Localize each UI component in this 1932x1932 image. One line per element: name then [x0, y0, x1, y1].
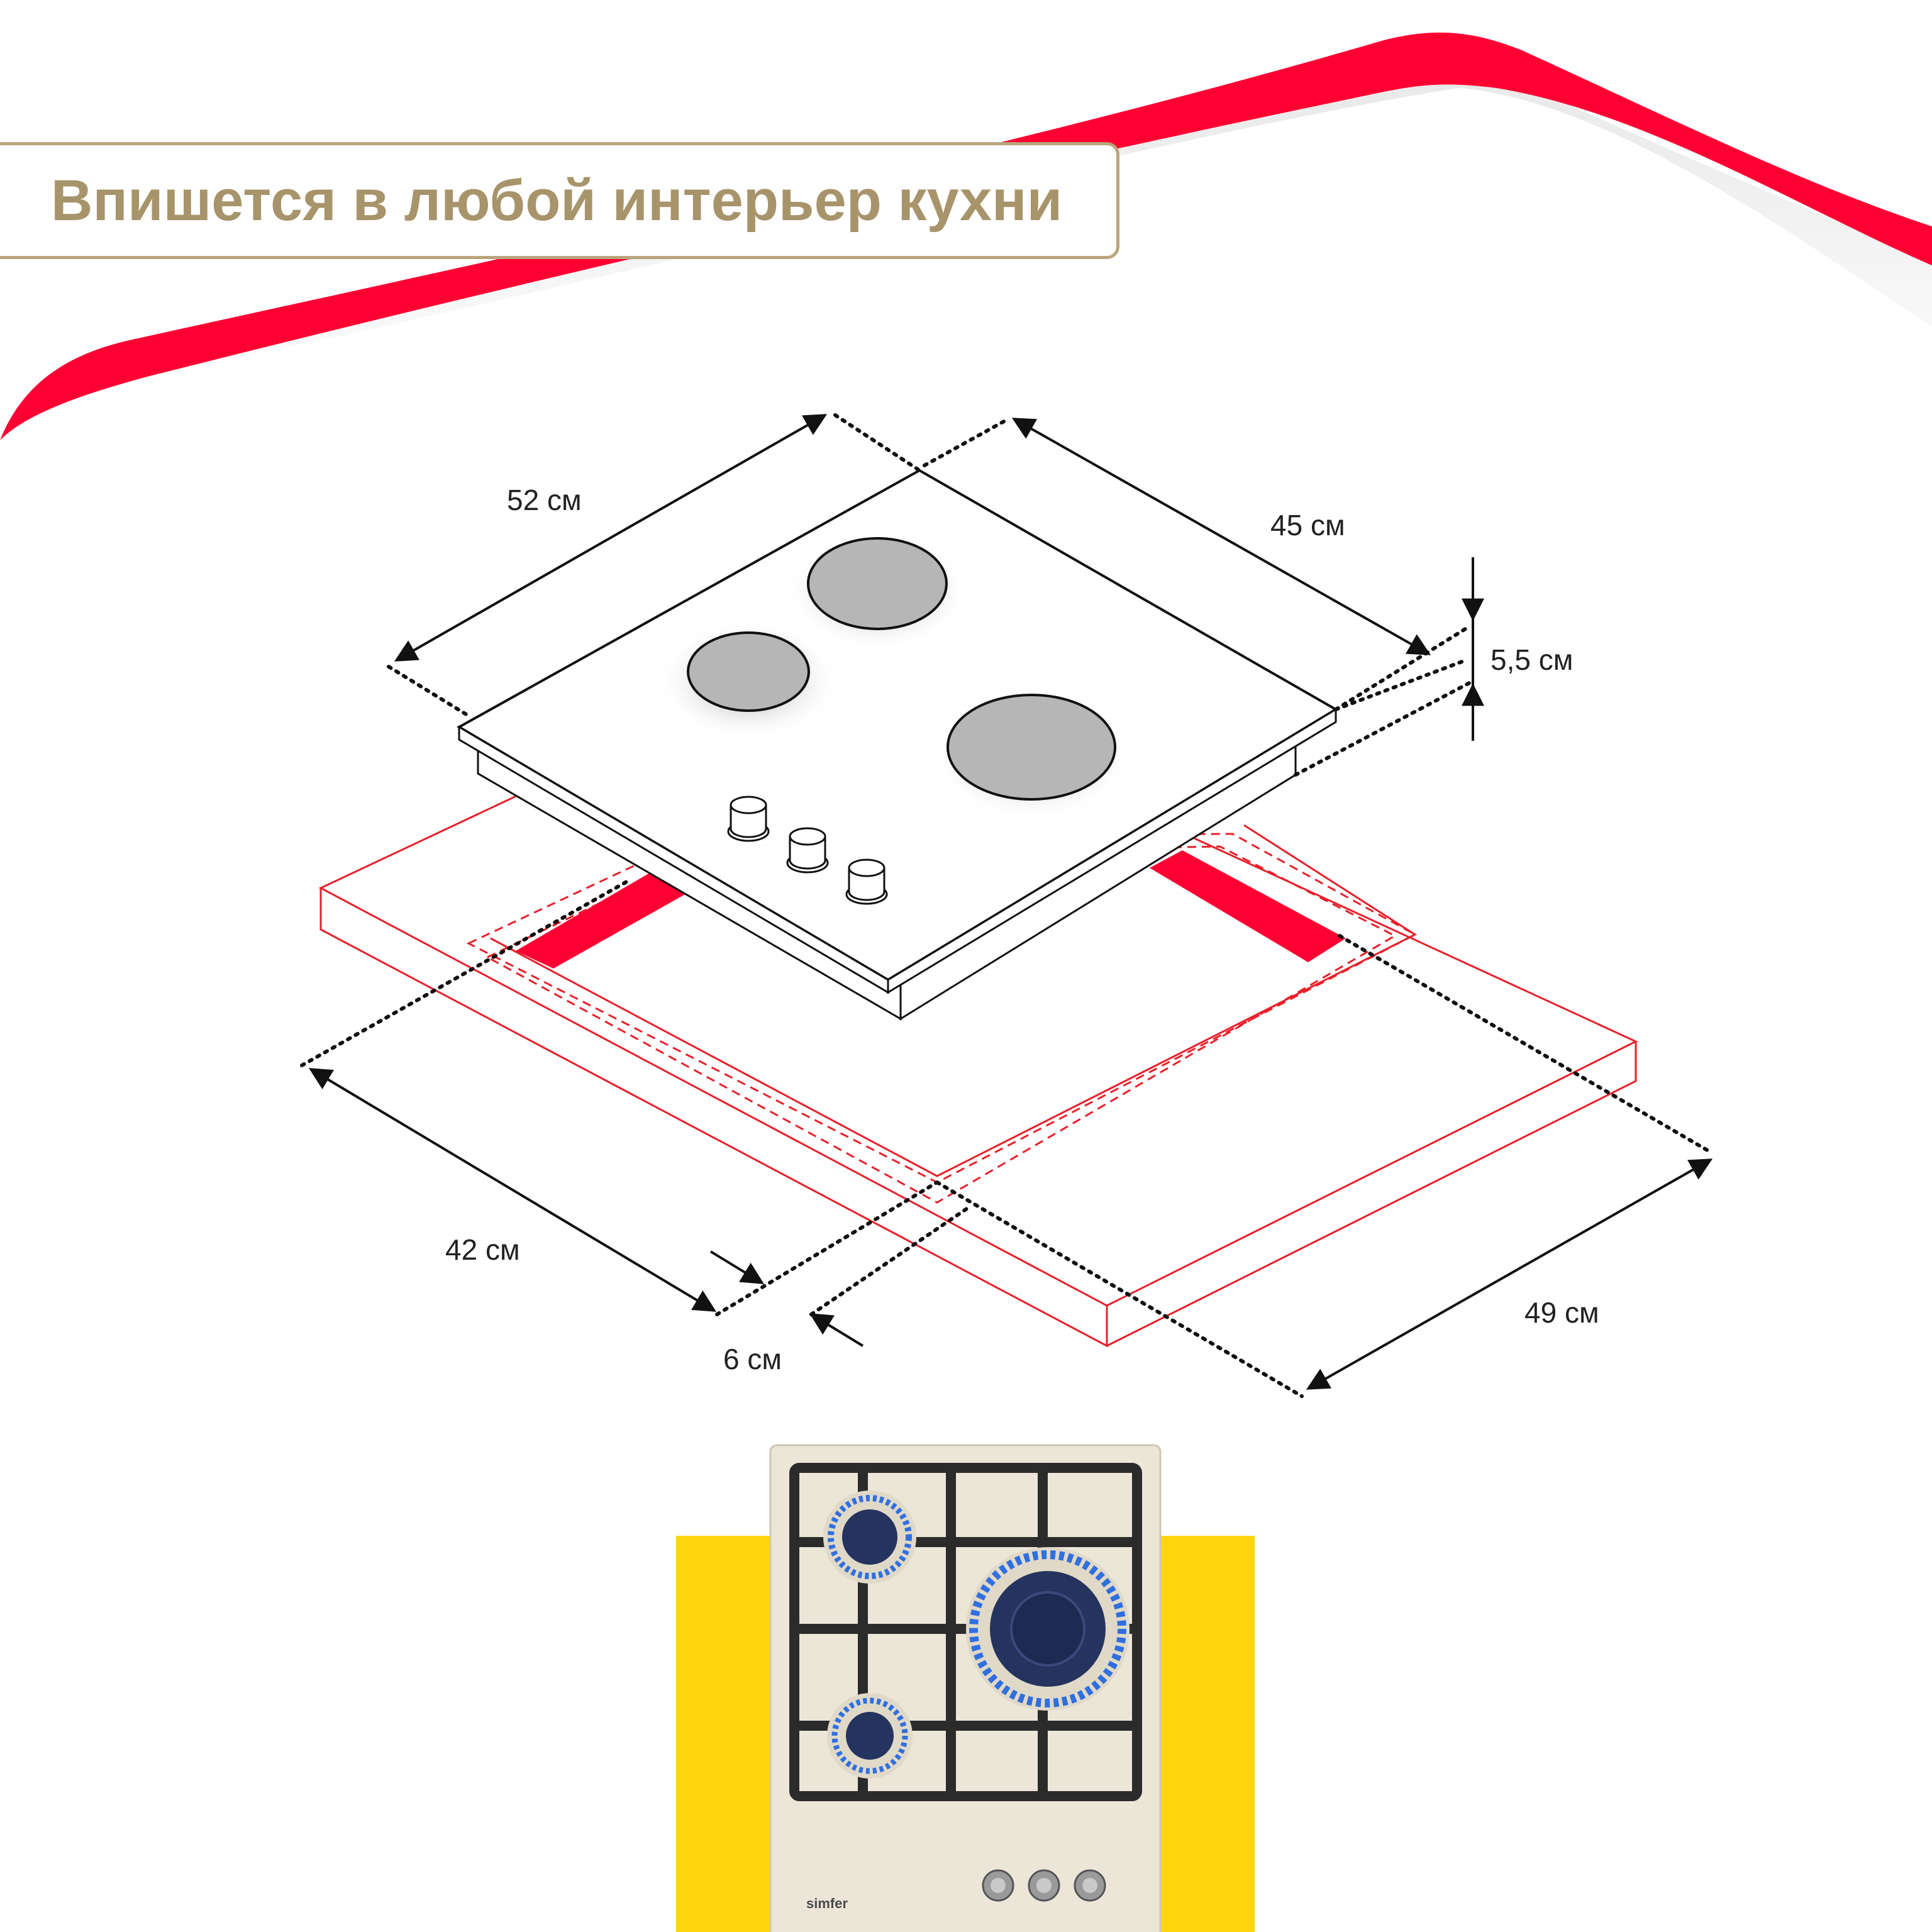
brand-logo: simfer — [806, 1896, 848, 1911]
cutout-strips — [516, 850, 1346, 969]
dimension-label-height: 5,5 см — [1491, 643, 1574, 676]
hob-body — [456, 469, 1338, 1021]
dimension-label-cutout-offset: 6 см — [723, 1343, 782, 1375]
page-title: Впишется в любой интерьер кухни — [51, 168, 1063, 233]
dimension-label-width: 52 см — [507, 484, 582, 516]
extension-lines — [300, 413, 1713, 1398]
dimension-label-cutout-width: 42 см — [445, 1233, 520, 1266]
dimension-label-cutout-depth: 49 см — [1524, 1296, 1599, 1329]
dimension-arrows — [308, 414, 1713, 1390]
hob-knobs — [727, 796, 888, 905]
gas-burners-lit — [823, 1491, 1130, 1779]
dimension-label-depth: 45 см — [1270, 509, 1345, 541]
control-knobs — [982, 1869, 1106, 1902]
title-banner: Впишется в любой интерьер кухни — [0, 142, 1119, 259]
